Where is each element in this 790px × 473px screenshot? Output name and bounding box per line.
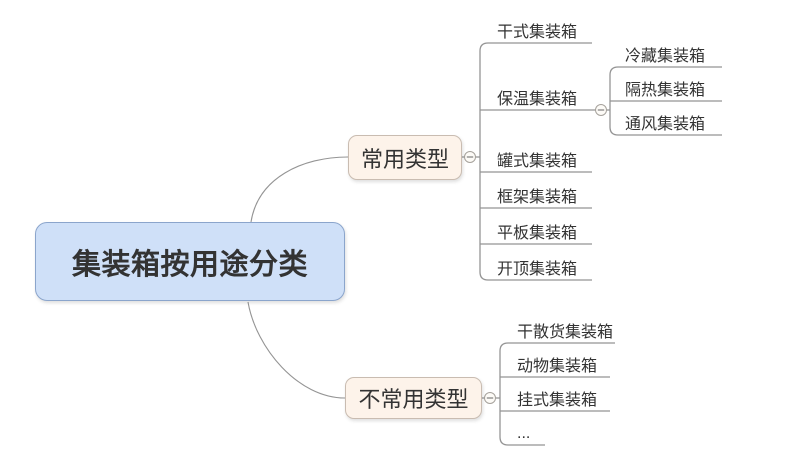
- branch-curve-uncommon: [247, 301, 346, 399]
- topic-refrigerated-container[interactable]: 冷藏集装箱: [625, 48, 706, 65]
- topic-more[interactable]: ...: [517, 425, 531, 442]
- topic-dry-container[interactable]: 干式集装箱: [497, 24, 578, 41]
- branch-label: 常用类型: [360, 146, 449, 172]
- topic-insulated-container[interactable]: 保温集装箱: [497, 91, 578, 108]
- collapse-icon[interactable]: [595, 104, 607, 116]
- root-topic[interactable]: 集装箱按用途分类: [35, 222, 345, 301]
- bracket-trunk: [479, 42, 489, 281]
- branch-uncommon-types[interactable]: 不常用类型: [345, 377, 482, 419]
- branch-common-types[interactable]: 常用类型: [348, 135, 462, 180]
- topic-animal-container[interactable]: 动物集装箱: [517, 358, 598, 375]
- topic-dry-bulk-container[interactable]: 干散货集装箱: [517, 324, 614, 341]
- branch-curve-common: [250, 156, 349, 223]
- topic-frame-container[interactable]: 框架集装箱: [497, 189, 578, 206]
- root-topic-label: 集装箱按用途分类: [71, 248, 308, 281]
- topic-hanging-container[interactable]: 挂式集装箱: [517, 392, 598, 409]
- bracket-trunk: [499, 342, 509, 446]
- branch-label: 不常用类型: [358, 387, 469, 412]
- collapse-icon[interactable]: [464, 151, 476, 163]
- topic-tank-container[interactable]: 罐式集装箱: [497, 153, 578, 170]
- topic-heat-insulated-container[interactable]: 隔热集装箱: [625, 82, 706, 99]
- topic-flat-container[interactable]: 平板集装箱: [497, 225, 578, 242]
- topic-open-top-container[interactable]: 开顶集装箱: [497, 261, 578, 278]
- topic-ventilated-container[interactable]: 通风集装箱: [625, 116, 706, 133]
- collapse-icon[interactable]: [484, 392, 496, 404]
